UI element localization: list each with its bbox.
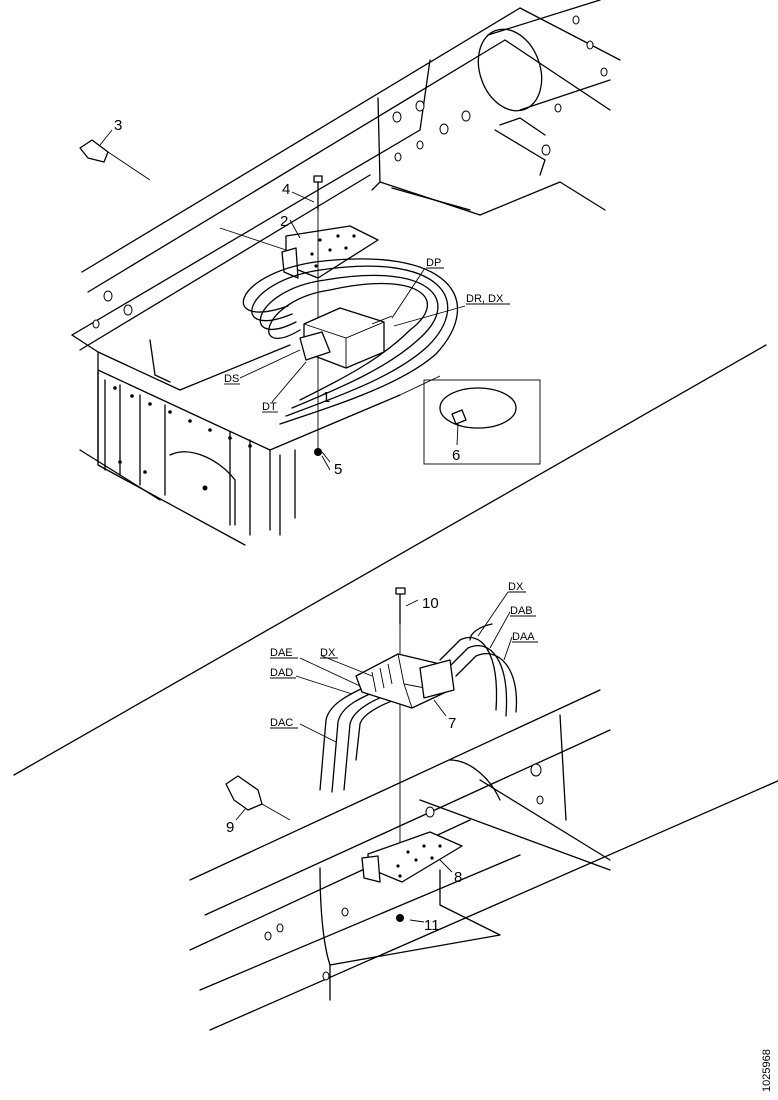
- callout-4: 4: [282, 181, 290, 198]
- wire-label-dae: DAE: [270, 647, 293, 659]
- callout-3: 3: [114, 117, 122, 134]
- wire-label-daa: DAA: [512, 631, 535, 643]
- callout-11: 11: [424, 917, 440, 934]
- callout-2: 2: [280, 213, 288, 230]
- wire-label-dad: DAD: [270, 667, 293, 679]
- wire-label-dx-lower: DX: [320, 647, 336, 659]
- callout-10: 10: [422, 595, 439, 612]
- reference-number: 1025968: [761, 1049, 773, 1092]
- screw-4: [313, 175, 323, 450]
- callout-5: 5: [334, 461, 342, 478]
- upper-frame-assembly: [71, 0, 621, 546]
- wire-label-dab: DAB: [510, 605, 533, 617]
- callout-1: 1: [322, 389, 330, 406]
- lower-frame-assembly: [189, 689, 778, 1031]
- bracket-8: [361, 831, 463, 883]
- callout-8: 8: [454, 869, 462, 886]
- wire-label-dx: DX: [508, 581, 524, 593]
- callout-6: 6: [452, 447, 460, 464]
- wire-label-ds: DS: [224, 373, 239, 385]
- wire-label-dt: DT: [262, 401, 277, 413]
- clip-6-detail: [399, 375, 541, 465]
- bracket-2: [219, 225, 379, 279]
- section-divider: [13, 344, 767, 776]
- bolt-3: [79, 139, 151, 181]
- wire-label-dr-dx: DR, DX: [466, 293, 504, 305]
- leader-lines: [99, 129, 513, 923]
- wire-label-dac: DAC: [270, 717, 293, 729]
- upper-harness-loop: [242, 258, 459, 463]
- callout-9: 9: [226, 819, 234, 836]
- wire-label-dp: DP: [426, 257, 441, 269]
- nut-11: [396, 914, 404, 922]
- lower-harness-connector: [319, 623, 518, 793]
- screw-10: [395, 587, 406, 860]
- bolt-9: [225, 775, 291, 821]
- callout-7: 7: [448, 715, 456, 732]
